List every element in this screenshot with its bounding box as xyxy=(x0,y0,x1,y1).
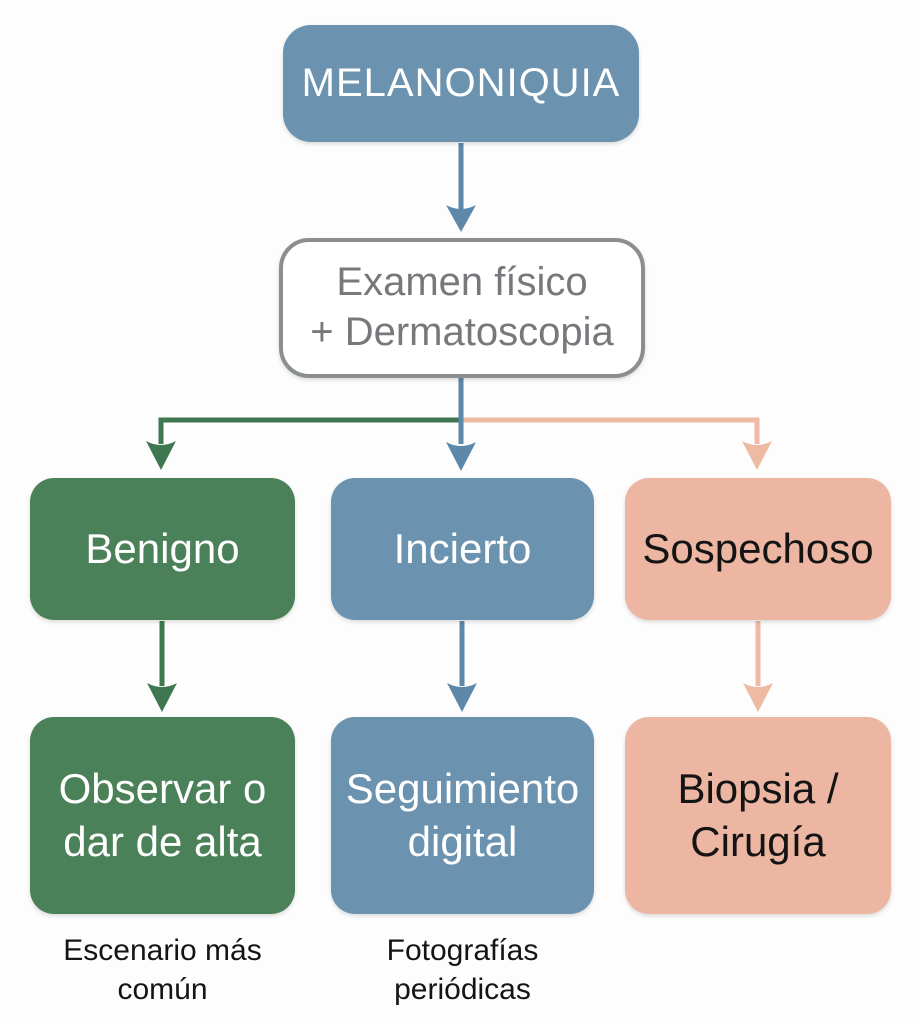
node-examen-line2: + Dermatoscopia xyxy=(310,310,614,354)
caption-benigno-line1: Escenario más xyxy=(63,934,262,967)
caption-fotografias-periodicas: Fotografías periódicas xyxy=(331,931,594,1009)
node-sospechoso-label: Sospechoso xyxy=(642,524,874,572)
arrow-incierto-seguimiento-head xyxy=(447,683,477,712)
caption-seguimiento-line1: Fotografías xyxy=(386,934,539,967)
node-seguimiento-digital: Seguimiento digital xyxy=(331,717,594,914)
node-examen-line1: Examen físico xyxy=(336,260,588,305)
node-examen-fisico-dermatoscopia: Examen físico + Dermatoscopia xyxy=(279,238,645,378)
node-sospechoso: Sospechoso xyxy=(625,478,891,620)
node-observar-line2: dar de alta xyxy=(63,817,262,865)
branch-incierto-head xyxy=(446,442,476,471)
caption-benigno-line2: común xyxy=(117,973,208,1006)
branch-benigno-head xyxy=(146,441,176,470)
arrow-sospechoso-biopsia-head xyxy=(743,683,773,712)
node-observar-dar-de-alta: Observar o dar de alta xyxy=(30,717,295,914)
arrow-benigno-observar-head xyxy=(147,683,177,712)
branch-sospechoso-head xyxy=(742,441,772,470)
node-seguimiento-line2: digital xyxy=(407,817,518,865)
node-seguimiento-line1: Seguimiento xyxy=(345,765,580,813)
node-benigno-label: Benigno xyxy=(85,524,240,572)
node-incierto-label: Incierto xyxy=(393,524,532,572)
caption-seguimiento-line2: periódicas xyxy=(394,973,531,1006)
node-biopsia-line1: Biopsia / xyxy=(677,765,839,813)
branch-benigno-line xyxy=(158,417,461,444)
node-incierto: Incierto xyxy=(331,478,594,620)
node-biopsia-cirugia: Biopsia / Cirugía xyxy=(625,717,891,914)
node-melanoniquia-label: MELANONIQUIA xyxy=(301,60,621,105)
node-benigno: Benigno xyxy=(30,478,295,620)
caption-escenario-mas-comun: Escenario más común xyxy=(5,931,320,1009)
node-observar-line1: Observar o xyxy=(58,765,267,813)
node-biopsia-line2: Cirugía xyxy=(690,817,826,865)
node-melanoniquia: MELANONIQUIA xyxy=(283,25,639,142)
arrow-melanoniquia-examen-head xyxy=(446,205,476,232)
branch-sospechoso-line xyxy=(461,417,760,444)
